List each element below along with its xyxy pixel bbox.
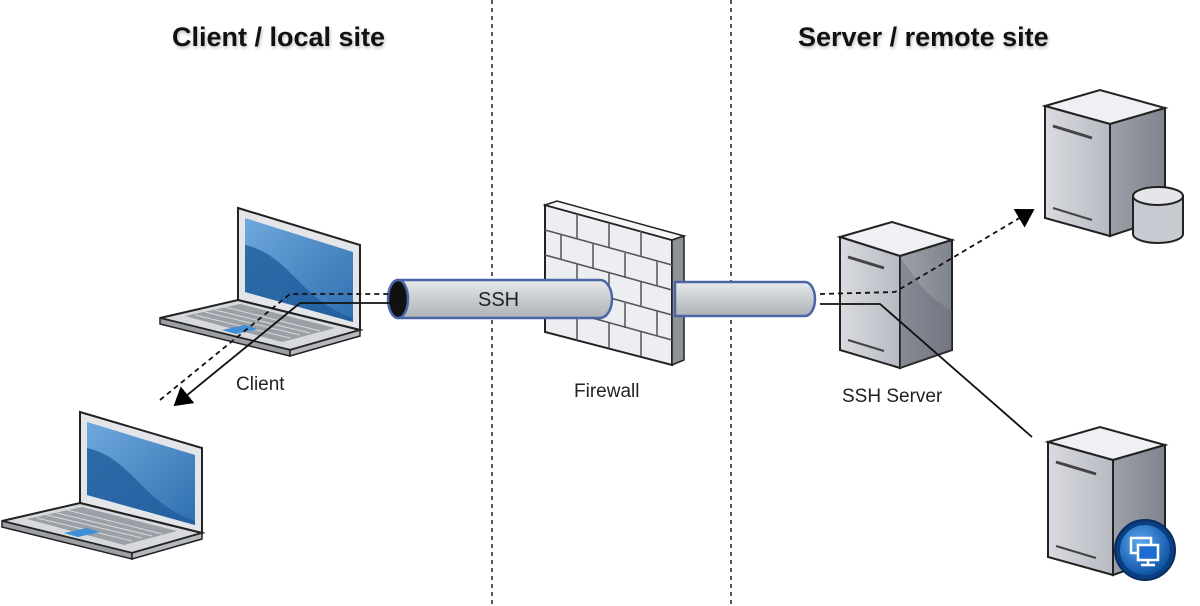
forwarded-dashed-connection xyxy=(159,210,1033,401)
ssh-tunnel xyxy=(386,278,817,320)
server-solid-connection xyxy=(820,303,1033,438)
remote-desktop-badge-icon xyxy=(1114,519,1176,581)
server-site-heading: Server / remote site xyxy=(798,22,1049,52)
client-laptop-icon xyxy=(159,206,364,357)
return-solid-connection xyxy=(173,302,398,407)
client-site-heading: Client / local site xyxy=(172,22,386,52)
firewall-label: Firewall xyxy=(574,381,640,402)
database-server-icon xyxy=(1041,88,1184,244)
ssh-server-label: SSH Server xyxy=(842,386,943,407)
ssh-server-tower-icon xyxy=(836,220,956,370)
ssh-tunnel-label: SSH xyxy=(478,289,520,311)
remote-desktop-server-icon xyxy=(1044,425,1176,581)
client-label: Client xyxy=(236,374,285,395)
second-laptop-icon xyxy=(1,410,206,560)
